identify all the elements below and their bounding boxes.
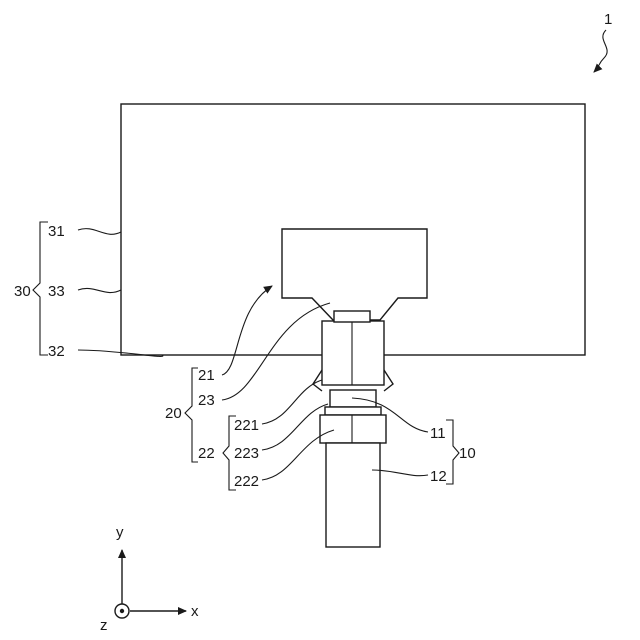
label-31: 31 — [48, 223, 65, 240]
label-10: 10 — [459, 445, 476, 462]
label-20: 20 — [165, 405, 182, 422]
joint-wedge-right — [384, 370, 393, 391]
fixing-top-cap — [334, 311, 370, 322]
label-30: 30 — [14, 283, 31, 300]
label-33: 33 — [48, 283, 65, 300]
fixing-upper-block — [322, 321, 384, 385]
brace-10 — [446, 420, 459, 484]
connector-flange — [325, 407, 381, 415]
leader-223 — [262, 404, 328, 450]
leader-31 — [78, 229, 121, 235]
axis-y-label: y — [116, 524, 124, 541]
leader-33 — [78, 288, 121, 292]
leader-221 — [262, 380, 322, 424]
label-32: 32 — [48, 343, 65, 360]
brace-20 — [185, 368, 198, 462]
nut-block — [320, 415, 386, 443]
ref-1-leader — [594, 30, 607, 72]
label-222: 222 — [234, 473, 259, 490]
label-22: 22 — [198, 445, 215, 462]
label-11: 11 — [430, 425, 446, 442]
brace-30 — [33, 222, 48, 355]
label-23: 23 — [198, 392, 215, 409]
ref-1-label: 1 — [604, 11, 612, 28]
z-axis-dot-icon — [120, 609, 124, 613]
label-12: 12 — [430, 468, 447, 485]
shaft-block — [326, 443, 380, 547]
axis-z-label: z — [100, 617, 108, 634]
label-21: 21 — [198, 367, 215, 384]
label-221: 221 — [234, 417, 259, 434]
axis-x-label: x — [191, 603, 199, 620]
label-223: 223 — [234, 445, 259, 462]
